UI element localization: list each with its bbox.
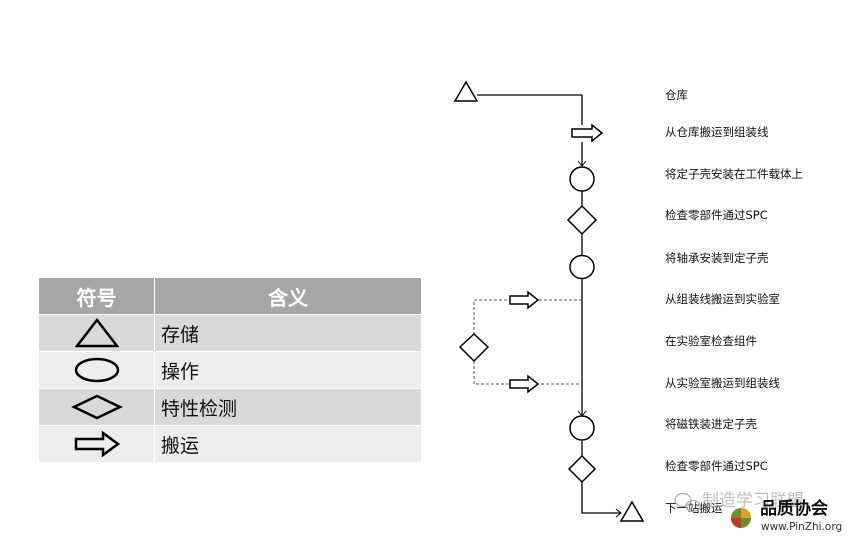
- ellipse-icon: [74, 357, 119, 383]
- wechat-icon: [674, 492, 701, 513]
- inspection-diamond-icon: [458, 332, 490, 363]
- legend-header-symbol: 符号: [38, 277, 155, 315]
- arrowhead-icon: [577, 160, 587, 167]
- transport-arrow-icon: [571, 123, 604, 143]
- legend-symbol-cell: [38, 425, 155, 463]
- step-label-4: 检查零部件通过SPC: [665, 208, 768, 222]
- legend-meaning-transport: 搬运: [154, 425, 422, 463]
- legend-meaning-storage: 存储: [154, 314, 422, 352]
- step-label-10: 检查零部件通过SPC: [665, 459, 768, 473]
- storage-triangle-icon: [619, 500, 645, 522]
- flow-connector-line: [477, 94, 583, 125]
- operation-circle-icon: [569, 415, 595, 441]
- triangle-icon: [74, 318, 119, 348]
- watermark-brand-text: 品质协会: [760, 498, 828, 519]
- inspection-diamond-icon: [566, 204, 598, 236]
- pinzhi-logo-icon: [731, 508, 751, 528]
- legend-row-inspection: 特性检测: [38, 388, 422, 426]
- step-label-3: 将定子壳安装在工件载体上: [665, 167, 803, 181]
- step-label-5: 将轴承安装到定子壳: [665, 251, 769, 265]
- legend-header-row: 符号 含义: [38, 277, 422, 315]
- transport-arrow-icon: [509, 290, 540, 310]
- legend-symbol-cell: [38, 351, 155, 389]
- step-label-11: 下一站搬运: [665, 501, 723, 515]
- arrow-icon: [74, 431, 120, 457]
- arrowhead-icon: [615, 508, 622, 518]
- storage-triangle-icon: [453, 80, 479, 102]
- step-label-9: 将磁铁装进定子壳: [665, 417, 757, 431]
- legend-symbol-cell: [38, 388, 155, 426]
- step-label-6: 从组装线搬运到实验室: [665, 292, 780, 306]
- inspection-diamond-icon: [567, 454, 597, 484]
- legend-meaning-inspection: 特性检测: [154, 388, 422, 426]
- dashed-connector-line: [473, 299, 582, 334]
- step-label-7: 在实验室检查组件: [665, 334, 757, 348]
- legend-header-meaning: 含义: [154, 277, 422, 315]
- watermark-wechat-text: 制造学习联盟: [702, 491, 804, 511]
- step-label-1: 仓库: [665, 88, 688, 102]
- flow-connector-line: [581, 482, 621, 514]
- diamond-icon: [70, 394, 123, 420]
- operation-circle-icon: [569, 254, 595, 280]
- dashed-connector-line: [473, 361, 582, 385]
- watermark-url-text: www.PinZhi.org: [761, 521, 842, 533]
- legend-row-transport: 搬运: [38, 425, 422, 463]
- transport-arrow-icon: [509, 374, 540, 394]
- step-label-2: 从仓库搬运到组装线: [665, 125, 769, 139]
- symbol-legend-table: 符号 含义 存储 操作 特性检测 搬运: [38, 277, 422, 463]
- step-label-8: 从实验室搬运到组装线: [665, 376, 780, 390]
- operation-circle-icon: [569, 166, 595, 192]
- watermark: 制造学习联盟 品质协会 www.PinZhi.org: [674, 491, 842, 533]
